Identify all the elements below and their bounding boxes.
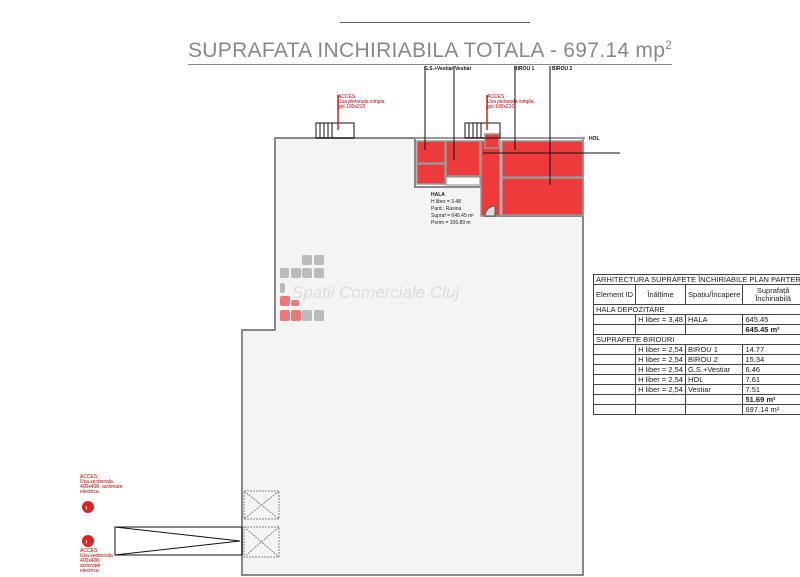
loading-dock: [243, 490, 280, 558]
section-hala: HALA DEPOZITARE: [593, 304, 800, 315]
stairs-left: [315, 122, 355, 139]
page-title: SUPRAFATA INCHIRIABILA TOTALA - 697.14 m…: [188, 38, 673, 65]
label-gs-vestiar: G.S.+Vestiar: [424, 66, 454, 72]
label-birou2: BIROU 2: [552, 66, 573, 72]
ramp: [114, 526, 243, 556]
col-header: Înălțime: [635, 284, 686, 305]
access-arrow-icon: [82, 501, 94, 513]
svg-text:›: ›: [85, 503, 88, 512]
table-title: ARHITECTURA SUPRAFETE ÎNCHIRIABILE PLAN …: [593, 274, 800, 285]
col-header: Element ID: [592, 284, 637, 305]
hall-label: HALA H liber = 3.48 Pard.: Rasina Supraf…: [431, 192, 474, 226]
col-header: Spațiu/Încapere: [684, 284, 744, 305]
top-rule: [340, 22, 530, 23]
access-arrow-icon: [82, 535, 94, 547]
section-birouri: SUPRAFETE BIROURI: [593, 334, 800, 345]
watermark-logo: [280, 255, 324, 321]
total-row: 697.14 m²: [592, 404, 800, 415]
label-birou1: BIROU 1: [514, 66, 535, 72]
room-birou2: [501, 177, 584, 216]
label-hol: HOL: [589, 136, 600, 142]
watermark-text: Spatii Comerciale Cluj: [292, 283, 460, 302]
room-gs2: [416, 163, 446, 185]
svg-text:›: ›: [85, 537, 88, 546]
room-entry: [484, 133, 500, 149]
room-hol: [480, 140, 501, 217]
door-swing: [484, 205, 496, 217]
label-vestiar: Vestiar: [455, 66, 472, 72]
storage-box: [445, 176, 481, 186]
col-header: Suprafață Închiriabilă: [742, 284, 800, 305]
room-vestiar: [445, 140, 481, 177]
room-birou1: [501, 140, 584, 178]
area-table: ARHITECTURA SUPRAFETE ÎNCHIRIABILE PLAN …: [592, 274, 800, 415]
stairs-right: [464, 122, 501, 139]
subtotal-row: 51.69 m²: [592, 394, 800, 405]
room-gs: [416, 140, 446, 164]
subtotal-row: 645.45 m²: [592, 324, 800, 335]
